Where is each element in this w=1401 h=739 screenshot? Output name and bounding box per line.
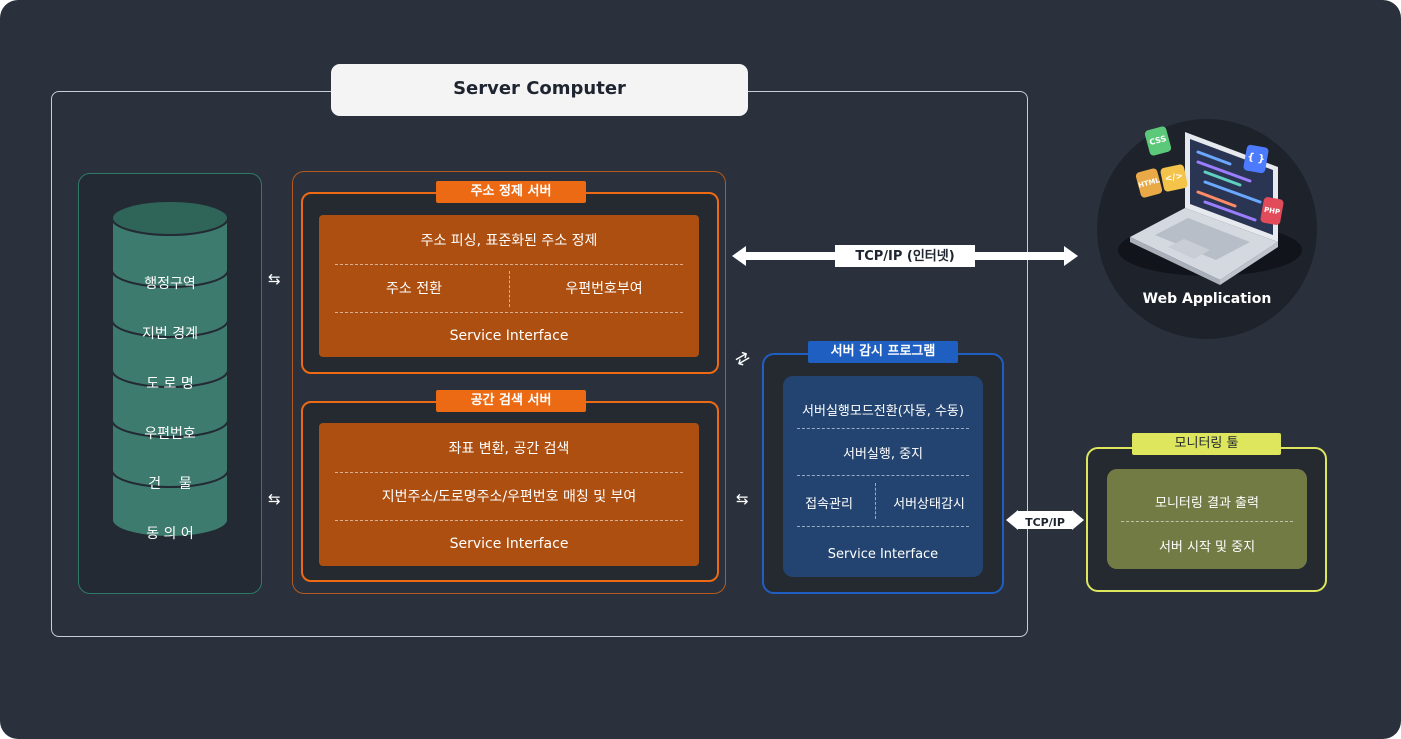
- db-item-road-name: 도 로 명: [146, 376, 194, 392]
- database-disc: [111, 200, 229, 288]
- run-stop-text: 서버실행, 중지: [842, 447, 924, 462]
- db-item-building: 건 물: [148, 476, 192, 492]
- run-mode-text: 서버실행모드전환(자동, 수동): [802, 404, 964, 419]
- db-item-lot-boundary: 지번 경계: [142, 326, 198, 342]
- service-interface-text: Service Interface: [449, 328, 569, 344]
- connection-mgmt-text: 접속관리: [805, 497, 853, 512]
- tcpip-link-label: TCP/IP: [1018, 511, 1072, 529]
- address-matching-text: 지번주소/도로명주소/우편번호 매칭 및 부여: [381, 489, 637, 505]
- database-stack: [111, 200, 229, 538]
- monitoring-tool-label: 모니터링 툴: [1132, 433, 1281, 455]
- monitor-program-label: 서버 감시 프로그램: [808, 341, 958, 363]
- db-item-postal-code: 우편번호: [144, 426, 196, 442]
- address-server-label: 주소 정제 서버: [436, 181, 586, 203]
- internet-link-label: TCP/IP (인터넷): [835, 245, 975, 267]
- coordinate-search-text: 좌표 변환, 공간 검색: [448, 441, 570, 457]
- code-tag-icon: </>: [1159, 163, 1189, 193]
- monitoring-result-text: 모니터링 결과 출력: [1155, 496, 1259, 511]
- bidirectional-arrow-icon: ⇆: [268, 270, 281, 288]
- service-interface-text: Service Interface: [449, 536, 569, 552]
- server-computer-title-text: Server Computer: [453, 78, 626, 99]
- tcpip-link-text: TCP/IP: [1025, 516, 1065, 529]
- monitoring-tool-panel: 모니터링 결과 출력 서버 시작 및 중지: [1107, 469, 1307, 569]
- monitor-program-panel: 서버실행모드전환(자동, 수동) 서버실행, 중지 접속관리 서버상태감시 Se…: [783, 376, 983, 577]
- postal-assign-text: 우편번호부여: [565, 281, 643, 297]
- web-application-label: Web Application: [1142, 291, 1272, 307]
- service-interface-text: Service Interface: [827, 547, 939, 562]
- server-group-frame: [292, 171, 726, 594]
- database-labels: 행정구역 지번 경계 도 로 명 우편번호 건 물 동 의 어: [106, 196, 234, 566]
- internet-link-text: TCP/IP (인터넷): [855, 249, 955, 264]
- db-item-synonym: 동 의 어: [146, 526, 194, 542]
- address-convert-text: 주소 전환: [386, 281, 442, 297]
- address-parsing-text: 주소 피싱, 표준화된 주소 정제: [420, 233, 598, 249]
- braces-tag-icon: { }: [1242, 144, 1270, 174]
- db-item-admin-district: 행정구역: [144, 276, 196, 292]
- bidirectional-arrow-icon: ⇆: [268, 490, 281, 508]
- server-start-stop-text: 서버 시작 및 중지: [1158, 540, 1256, 555]
- bidirectional-arrow-icon: ⇆: [736, 490, 749, 508]
- address-server-panel: 주소 피싱, 표준화된 주소 정제 주소 전환 우편번호부여 Service I…: [319, 215, 699, 357]
- server-computer-title: Server Computer: [331, 64, 748, 116]
- laptop-icon: [1118, 132, 1302, 285]
- spatial-server-label: 공간 검색 서버: [436, 390, 586, 412]
- status-monitor-text: 서버상태감시: [893, 497, 965, 512]
- spatial-server-panel: 좌표 변환, 공간 검색 지번주소/도로명주소/우편번호 매칭 및 부여 Ser…: [319, 423, 699, 566]
